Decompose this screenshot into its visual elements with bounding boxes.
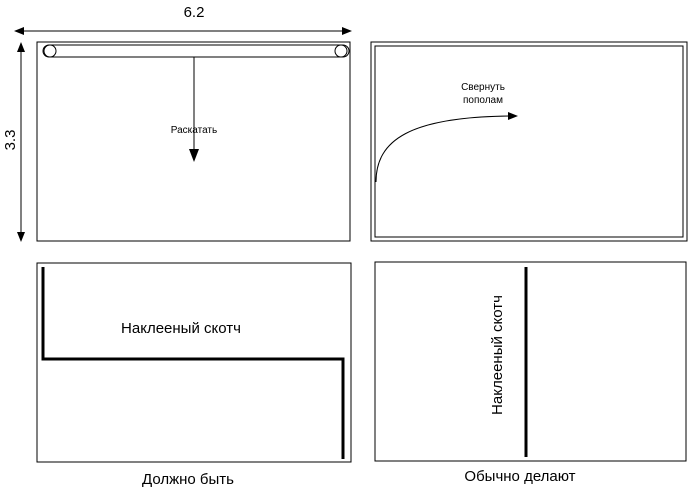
panel-correct-frame: [36, 262, 352, 463]
roll-out-arrow-head-icon: [189, 149, 199, 162]
roll-out-label: Раскатать: [171, 125, 217, 136]
fold-label-line1: Свернуть: [461, 82, 505, 93]
width-arrow-right-icon: [342, 27, 352, 35]
height-arrow-bottom-icon: [17, 232, 25, 242]
width-dimension: 6.2: [14, 4, 352, 35]
width-dimension-label: 6.2: [184, 4, 205, 21]
height-dimension-label: 3.3: [2, 130, 19, 151]
panel-fold-half: Свернуть пополам: [370, 41, 688, 242]
roller-right-end-icon: [334, 44, 348, 58]
width-arrow-left-icon: [14, 27, 24, 35]
fold-arrow-head-icon: [508, 112, 518, 120]
height-dimension: 3.3: [2, 42, 25, 242]
fold-curve-arrow: [375, 115, 511, 183]
usual-tape-label: Наклееный скотч: [489, 295, 506, 415]
panel-correct-tape: Наклееный скотч Должно быть: [36, 262, 352, 488]
usual-caption: Обычно делают: [464, 468, 575, 485]
panel-usual-frame: [374, 261, 687, 462]
fold-label-line2: пополам: [463, 95, 503, 106]
roller-left-end-icon: [43, 44, 57, 58]
correct-caption: Должно быть: [142, 471, 234, 488]
roller-icon: [42, 44, 350, 58]
correct-tape-line: [41, 267, 345, 459]
panel-fold-inner-frame: [374, 45, 684, 238]
panel-usual-tape: Наклееный скотч Обычно делают: [374, 261, 687, 485]
panel-roll-out-frame: [36, 41, 351, 242]
height-arrow-top-icon: [17, 42, 25, 52]
panel-fold-outer-frame: [370, 41, 688, 242]
correct-tape-label: Наклееный скотч: [121, 320, 241, 337]
panel-roll-out: Раскатать: [36, 41, 351, 242]
